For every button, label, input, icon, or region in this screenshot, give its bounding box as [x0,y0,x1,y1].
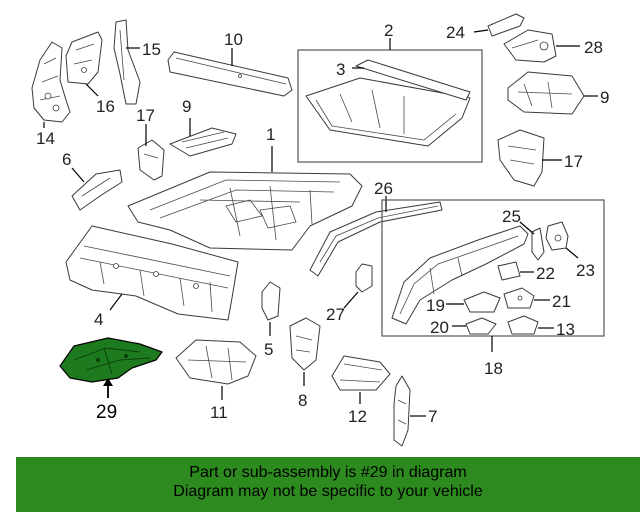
callout-3: 3 [336,60,345,79]
callout-11: 11 [210,403,228,422]
banner-line-2: Diagram may not be specific to your vehi… [173,483,483,500]
part-2 [305,59,471,147]
callout-4: 4 [94,310,103,329]
part-6 [71,169,123,211]
part-10 [167,51,293,97]
callout-13: 13 [556,320,575,339]
part-12 [331,355,391,391]
part-21 [503,287,535,309]
part-17-right [497,129,545,187]
part-15 [113,19,141,105]
callout-17-left: 17 [136,106,155,125]
part-9-left [169,127,237,157]
part-14 [31,41,71,123]
part-17-left [137,139,165,181]
callout-2: 2 [384,21,393,40]
part-16 [65,31,103,85]
part-23 [545,221,569,251]
part-13 [507,315,539,335]
part-1 [127,171,363,251]
banner-line-1: Part or sub-assembly is #29 in diagram [189,464,467,481]
callout-28: 28 [584,38,603,57]
callout-14: 14 [36,129,55,148]
callout-25: 25 [502,207,521,226]
callout-24: 24 [446,23,465,42]
callout-6: 6 [62,150,71,169]
callout-12: 12 [348,407,367,426]
part-18-box [381,199,605,337]
part-4 [65,225,239,321]
callout-18: 18 [484,359,503,378]
part-19 [463,291,501,313]
part-5 [261,281,281,321]
callout-1: 1 [266,125,275,144]
callout-17-right: 17 [564,152,583,171]
callout-21: 21 [552,292,571,311]
callout-7: 7 [428,407,437,426]
info-banner: Part or sub-assembly is #29 in diagram D… [16,457,640,512]
callout-27: 27 [326,305,345,324]
callout-19: 19 [426,296,445,315]
callout-5: 5 [264,340,273,359]
callout-23: 23 [576,261,595,280]
part-27 [355,263,373,293]
callout-26: 26 [374,179,393,198]
callout-10: 10 [224,30,243,49]
part-20 [465,317,497,335]
parts-diagram: 14 16 15 10 2 3 24 28 [31,13,609,447]
callout-8: 8 [298,391,307,410]
part-11 [175,339,257,385]
part-9 [507,71,585,115]
part-7 [393,375,411,447]
callout-29: 29 [96,402,117,423]
callout-15: 15 [142,40,161,59]
part-22 [497,261,521,281]
part-25 [531,227,545,261]
part-8 [289,317,321,371]
part-26 [309,201,443,277]
callout-22: 22 [536,264,555,283]
callout-20: 20 [430,318,449,337]
callout-9-right: 9 [600,88,609,107]
callout-9-left: 9 [182,97,191,116]
part-18 [391,225,529,325]
callout-16: 16 [96,97,115,116]
part-24 [487,13,525,37]
part-28 [503,29,557,63]
part-29-highlighted [59,337,163,383]
